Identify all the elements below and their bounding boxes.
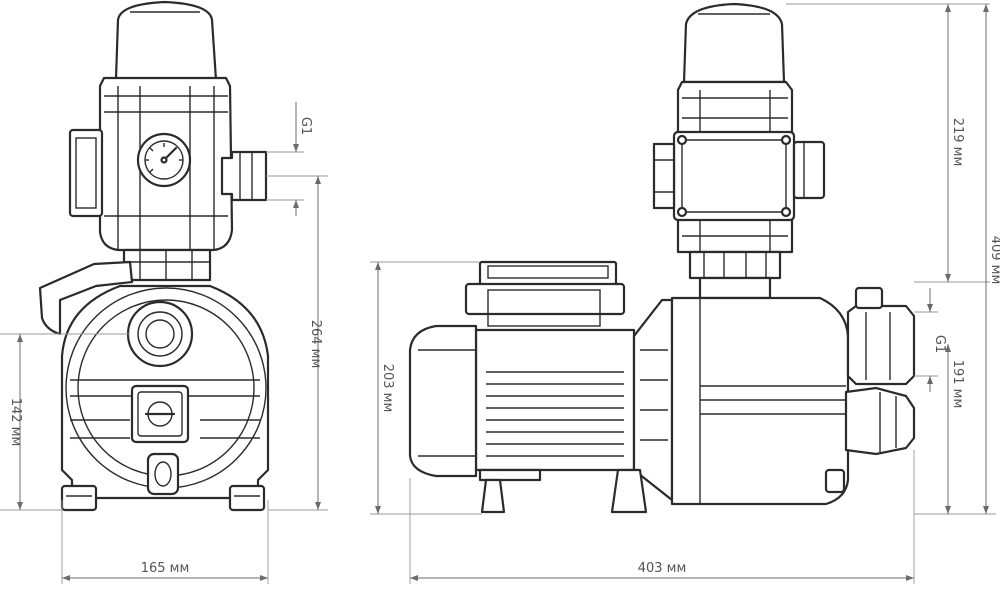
side-motor-endcap — [408, 324, 478, 478]
front-drain-plug — [146, 452, 180, 496]
front-junction-box — [68, 128, 104, 218]
front-view — [38, 0, 270, 512]
dim-side-switch-height: 219 мм — [950, 118, 965, 167]
side-foot-left — [480, 478, 506, 514]
dim-side-motor-height: 203 мм — [380, 364, 395, 413]
front-dimensions: 165 мм 142 мм G1 264 мм — [0, 102, 328, 584]
side-dimensions: 403 мм 203 мм 219 мм 409 мм G1 191 — [370, 3, 1000, 584]
front-coupling — [122, 248, 212, 282]
dim-front-outlet-thread: G1 — [298, 117, 313, 135]
side-view — [408, 2, 916, 514]
front-foot-left — [60, 484, 98, 512]
brand-logo-icon — [130, 384, 190, 444]
side-gland-right — [792, 140, 826, 200]
side-foot-right — [610, 468, 648, 514]
dim-side-length: 403 мм — [638, 561, 687, 576]
dim-front-inlet-height: 142 мм — [8, 398, 23, 447]
dim-front-total-height: 264 мм — [308, 320, 323, 369]
dim-side-total-height: 409 мм — [988, 236, 1000, 285]
side-pump-chamber — [670, 296, 850, 506]
side-gland-left — [652, 142, 676, 210]
dim-front-width: 165 мм — [141, 561, 190, 576]
side-base — [478, 468, 542, 482]
side-coupling — [688, 250, 782, 280]
front-outlet-connector — [220, 150, 268, 202]
side-terminal-box — [672, 130, 796, 222]
front-switch-cap — [114, 0, 218, 82]
side-inlet-connector — [846, 304, 916, 386]
side-switch-cap — [682, 2, 786, 84]
front-foot-right — [228, 484, 266, 512]
front-bracket — [38, 260, 134, 336]
pressure-gauge-icon — [136, 132, 192, 188]
side-motor-housing — [474, 328, 636, 472]
dim-side-inlet-height: 191 мм — [950, 360, 965, 409]
dim-side-inlet-thread: G1 — [932, 335, 947, 353]
